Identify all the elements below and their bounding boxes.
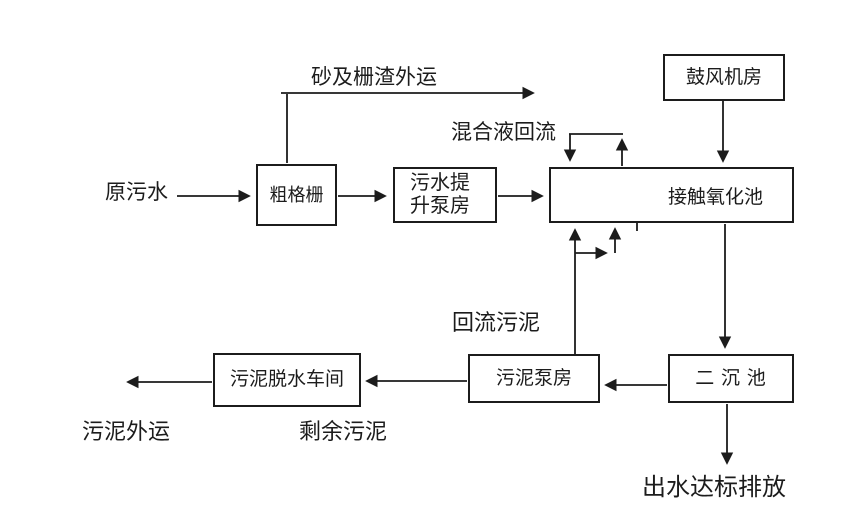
label-mixed-liquor-return: 混合液回流 [451, 120, 556, 144]
node-contact-oxidation-tank [549, 167, 794, 223]
label-sludge-haul-away: 污泥外运 [82, 419, 171, 444]
node-coarse-screen: 粗格栅 [256, 164, 337, 226]
node-sludge-pump-house: 污泥泵房 [468, 354, 600, 403]
label-excess-sludge: 剩余污泥 [299, 419, 388, 444]
node-contact-oxidation-tank-label: 接触氧化池 [667, 186, 763, 208]
node-sewage-lift-pump-house: 污水提 升泵房 [393, 167, 497, 223]
node-blower-room: 鼓风机房 [663, 54, 785, 101]
label-effluent-discharge: 出水达标排放 [642, 475, 786, 501]
node-secondary-clarifier: 二 沉 池 [668, 354, 794, 403]
label-grit-screenings-haul: 砂及栅渣外运 [311, 65, 437, 89]
node-sludge-dewatering-shop: 污泥脱水车间 [213, 353, 361, 407]
label-return-sludge: 回流污泥 [452, 310, 541, 335]
label-raw-sewage: 原污水 [105, 180, 168, 204]
